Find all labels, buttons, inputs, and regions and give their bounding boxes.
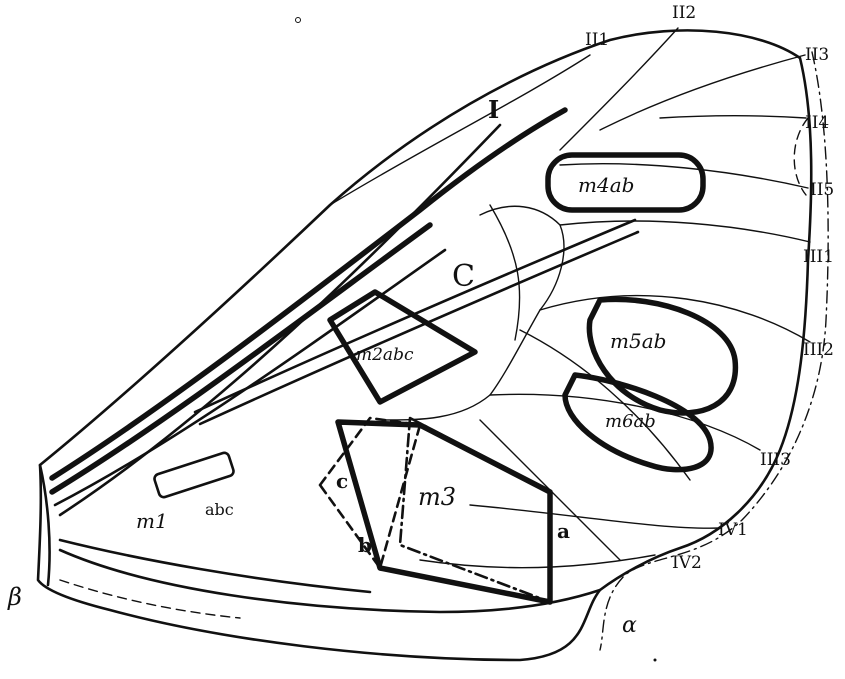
label-field-m1-sub: abc bbox=[205, 500, 234, 519]
vein-III2 bbox=[540, 296, 810, 342]
label-field-m5: m5ab bbox=[610, 329, 666, 353]
vein-II1 bbox=[330, 55, 590, 205]
label-corner-a: a bbox=[557, 519, 570, 543]
field-m1-shape bbox=[153, 452, 235, 499]
label-vein-I: I bbox=[488, 95, 499, 124]
hind-margin-inner bbox=[60, 540, 370, 592]
label-corner-b: b bbox=[358, 533, 372, 557]
label-field-m3: m3 bbox=[418, 483, 456, 511]
label-field-m4: m4ab bbox=[578, 173, 634, 197]
vein-IV1 bbox=[470, 505, 720, 528]
label-vein-II4: II4 bbox=[805, 113, 829, 133]
cell-inner-curve bbox=[490, 205, 520, 340]
vein-II4 bbox=[660, 116, 806, 118]
label-vein-II3: II3 bbox=[805, 45, 829, 65]
label-cell-C: C bbox=[452, 259, 475, 294]
vein-III1 bbox=[560, 221, 810, 242]
stray-dot bbox=[296, 18, 301, 23]
label-field-m6: m6ab bbox=[605, 411, 656, 432]
label-vein-IV1: IV1 bbox=[718, 520, 748, 540]
label-vein-IV2: IV2 bbox=[672, 553, 702, 573]
field-m5-shape bbox=[589, 299, 735, 413]
costal-band-1 bbox=[52, 110, 565, 478]
label-field-m1: m1 bbox=[136, 509, 168, 533]
label-vein-II5: II5 bbox=[810, 180, 834, 200]
label-vein-III2: III2 bbox=[803, 340, 834, 360]
stray-dot bbox=[654, 659, 657, 662]
label-vein-III3: III3 bbox=[760, 450, 791, 470]
label-vein-II1: II1 bbox=[585, 30, 609, 50]
costal-line-3 bbox=[55, 250, 445, 505]
label-alpha: α bbox=[622, 613, 637, 638]
label-corner-c: c bbox=[336, 469, 348, 493]
vein-II3 bbox=[600, 55, 805, 130]
vein-II2 bbox=[560, 28, 678, 150]
label-beta: β bbox=[7, 583, 22, 611]
field-m3-solid-abc bbox=[338, 422, 550, 602]
label-vein-II2: II2 bbox=[672, 3, 696, 23]
label-field-m2: m2abc bbox=[356, 345, 414, 365]
anal-hatching bbox=[60, 580, 240, 618]
label-vein-III1: III1 bbox=[803, 247, 834, 267]
